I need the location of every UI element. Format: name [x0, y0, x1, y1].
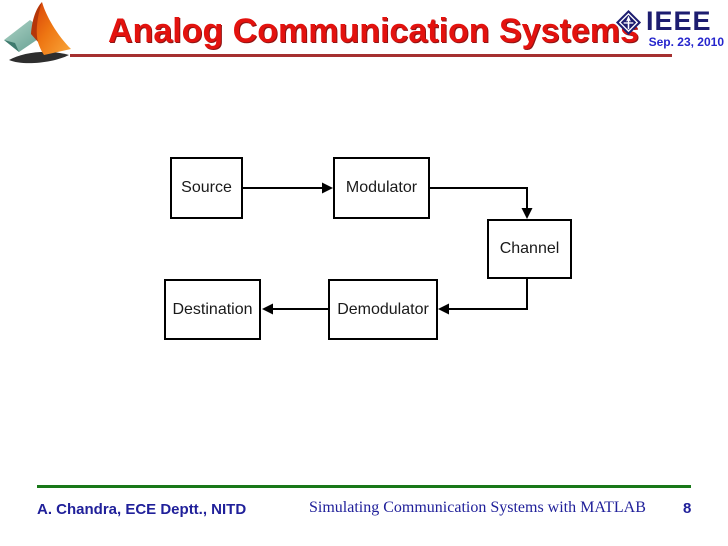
page-title: Analog Communication Systems [108, 12, 639, 50]
block-channel: Channel [487, 219, 572, 279]
footer-author: A. Chandra, ECE Deptt., NITD [37, 501, 247, 518]
title-underline-rule [70, 54, 672, 57]
block-demodulator-label: Demodulator [337, 300, 429, 318]
ieee-wordmark: IEEE [646, 6, 712, 36]
block-source: Source [170, 157, 243, 219]
slide-date: Sep. 23, 2010 [648, 35, 724, 49]
block-modulator-label: Modulator [345, 179, 418, 196]
block-destination-label: Destination [172, 300, 253, 318]
matlab-logo-icon [4, 2, 71, 64]
footer-rule [37, 485, 691, 488]
block-modulator: Modulator [333, 157, 430, 219]
block-source-label: Source [181, 179, 232, 196]
ieee-diamond-icon [615, 9, 642, 36]
block-destination: Destination [164, 279, 261, 340]
ieee-logo: IEEE Sep. 23, 2010 [612, 6, 728, 52]
footer-presentation-title: Simulating Communication Systems with MA… [309, 499, 646, 516]
block-demodulator: Demodulator [328, 279, 438, 340]
block-channel-label: Channel [499, 240, 560, 257]
page-number: 8 [683, 500, 692, 517]
